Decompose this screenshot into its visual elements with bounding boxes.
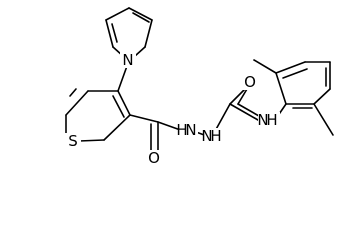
bond (78, 139, 105, 142)
bond (144, 19, 153, 48)
right-carbonyl-oxygen-label: O (244, 73, 256, 91)
atom-mask (65, 133, 81, 149)
bond (134, 46, 146, 57)
bond (103, 114, 131, 141)
bond (65, 90, 89, 116)
bond-double-inner (112, 95, 125, 118)
atom-mask (146, 150, 162, 166)
hydrazide-h-1-label: H (176, 121, 187, 139)
pyrrole-nitrogen-label: N (122, 51, 133, 69)
hydrazide-h-2-label: H (210, 127, 221, 145)
hydrazide-n-1-label: N (185, 121, 196, 139)
anilide-nitrogen-label: N (257, 111, 268, 129)
bond (105, 7, 130, 21)
aryl-ring (253, 59, 334, 136)
atom-mask (258, 112, 280, 128)
atom-mask (203, 128, 221, 144)
bond (129, 114, 159, 123)
bond (117, 90, 131, 116)
bond-double-inner (69, 88, 77, 97)
thiophene-sulfur-label: S (68, 132, 78, 150)
hydrazide-n-2-label: N (201, 127, 212, 145)
bond (275, 72, 287, 105)
pyrrole-ring (105, 7, 153, 57)
thiophene-ring (65, 88, 131, 142)
bond (275, 61, 306, 74)
bond (105, 19, 114, 48)
left-carbonyl-oxygen-label: O (148, 149, 160, 167)
methyl-bond-top (253, 59, 277, 74)
bond (117, 65, 128, 92)
bond (229, 103, 259, 121)
methyl-bond-bottom (313, 103, 334, 136)
structure-drawing: N S O H N N H O N H (65, 7, 334, 167)
bond (128, 7, 153, 21)
bond-double-inner (282, 68, 308, 79)
atom-mask (178, 122, 198, 138)
bond (313, 88, 331, 105)
molecule-diagram: N S O H N N H O N H (65, 7, 334, 167)
atom-mask (241, 74, 259, 90)
bond-double-inner (132, 12, 150, 23)
bond-double-inner (111, 23, 118, 43)
atom-mask (120, 52, 136, 68)
anilide-hydrogen-label: H (266, 111, 277, 129)
